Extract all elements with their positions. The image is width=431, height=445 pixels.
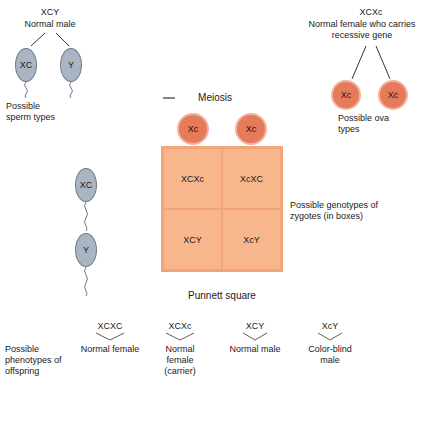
sperm-head: Y: [60, 48, 82, 82]
phenotype: Normal male: [225, 344, 285, 355]
genotype-label: Xc: [388, 90, 399, 100]
genotype-label: XcXC: [240, 174, 263, 184]
phenotype: Color-blind male: [300, 344, 360, 366]
genotype-label: XCY: [183, 235, 202, 245]
punnett-cell: XCXc: [164, 149, 221, 208]
punnett-frame: [161, 146, 283, 272]
punnett-cell: XcXC: [223, 149, 280, 208]
genotype-label: Xc: [341, 90, 352, 100]
sperm-head: XC: [15, 48, 37, 82]
ovum: Xc: [378, 80, 408, 110]
ovum: Xc: [177, 113, 209, 145]
genotype: XCXc: [155, 321, 205, 332]
genotype-label: Y: [68, 60, 74, 70]
sperm-head: Y: [75, 233, 97, 267]
genotype: XCXC: [85, 321, 135, 332]
genotype-label: Xc: [246, 124, 257, 134]
punnett-cell: XCY: [164, 210, 221, 269]
meiosis-dash: [163, 97, 175, 98]
phenotype: Normal male: [15, 19, 85, 30]
genotype: XcY: [305, 321, 355, 332]
meiosis-line: [56, 33, 69, 46]
bracket: [243, 333, 267, 340]
genotype: XCY: [230, 321, 280, 332]
genotype-label: XCXc: [181, 174, 204, 184]
note: Possible sperm types: [6, 101, 66, 123]
genotype: XCXc: [341, 7, 401, 18]
note: Possible phenotypes of offspring: [5, 344, 85, 377]
sperm-tail: [85, 267, 88, 296]
meiosis-line: [352, 46, 366, 79]
meiosis-line: [31, 33, 45, 46]
genotype-label: XcY: [243, 235, 260, 245]
phenotype: Normal female (carrier): [154, 344, 206, 377]
process-label: Meiosis: [185, 92, 245, 103]
note: Possible ova types: [338, 113, 410, 135]
genotype-label: XC: [80, 180, 93, 190]
bracket: [318, 333, 342, 340]
genotype-label: Xc: [188, 124, 199, 134]
ovum: Xc: [331, 80, 361, 110]
meiosis-line: [376, 46, 390, 79]
ovum: Xc: [235, 113, 267, 145]
sperm-tail: [70, 82, 73, 98]
phenotype: Normal female who carries recessive gene: [297, 19, 427, 41]
phenotype: Normal female: [79, 344, 141, 355]
bracket: [166, 333, 194, 340]
genotype-label: XC: [20, 60, 33, 70]
genotype-label: Y: [83, 245, 89, 255]
note: Possible genotypes of zygotes (in boxes): [290, 200, 390, 222]
sperm-head: XC: [75, 168, 97, 202]
caption-label: Punnett square: [172, 290, 272, 301]
bracket: [96, 333, 124, 340]
genotype: XCY: [20, 7, 80, 18]
sperm-tail: [85, 202, 88, 231]
sperm-tail: [25, 82, 28, 98]
punnett-cell: XcY: [223, 210, 280, 269]
